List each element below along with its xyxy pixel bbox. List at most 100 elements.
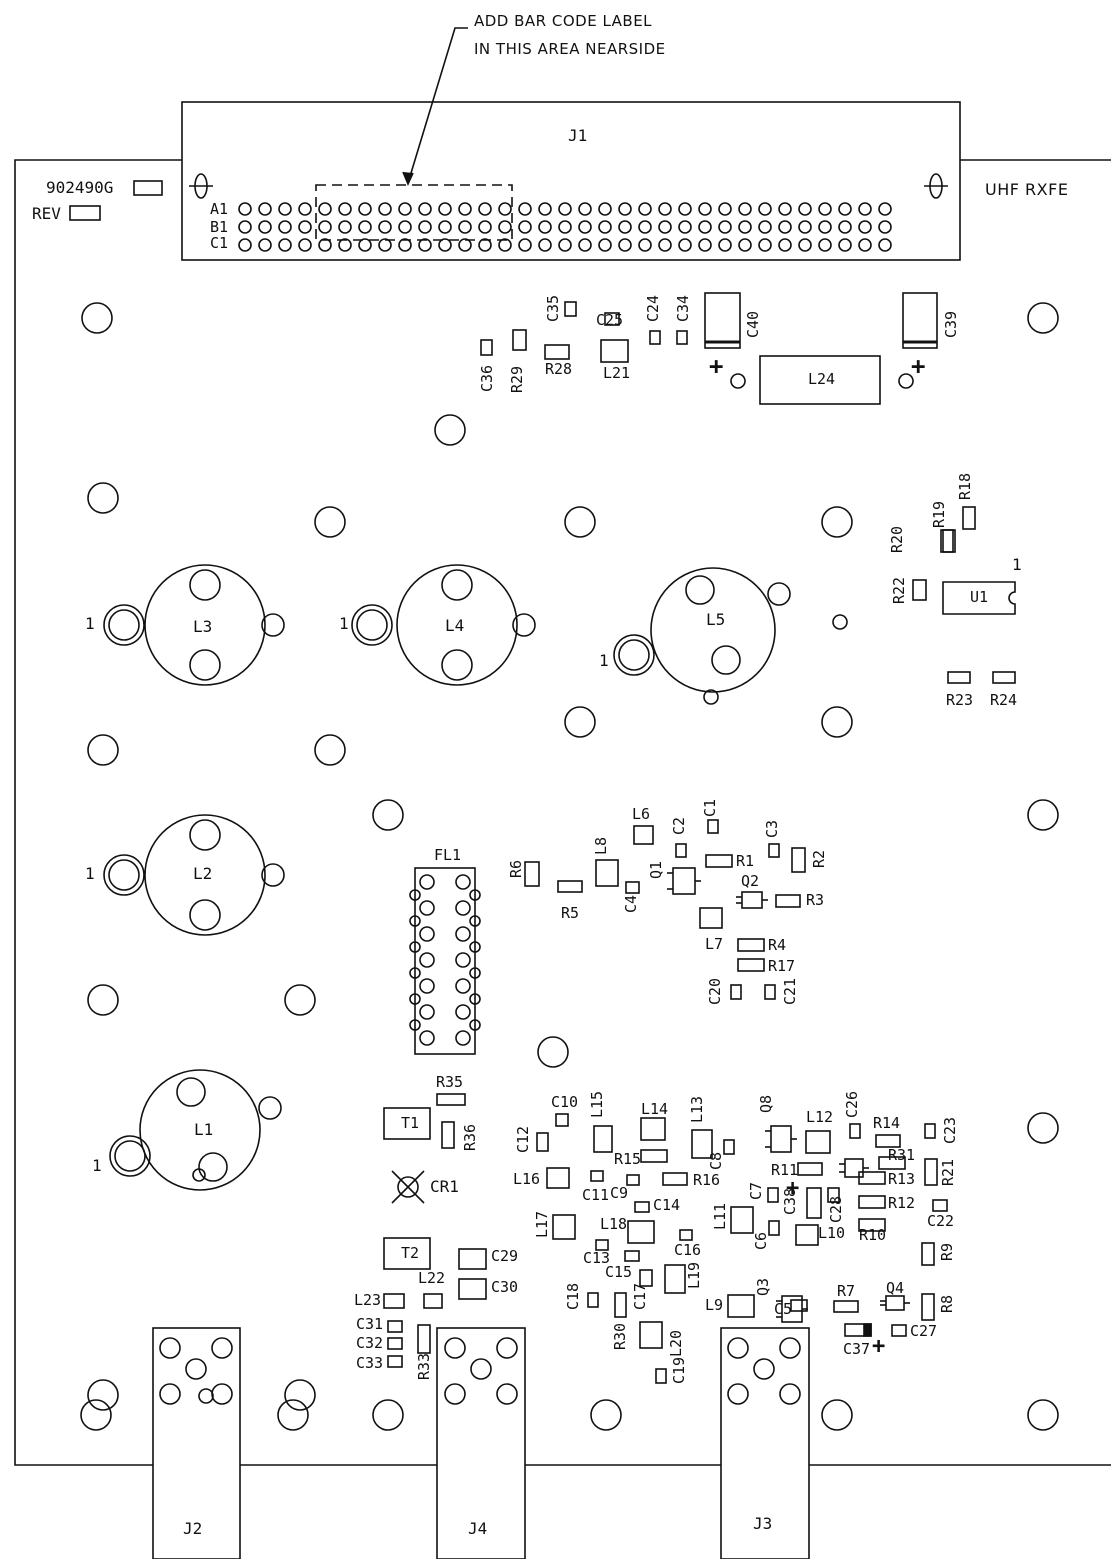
l24-outline — [759, 355, 881, 405]
smd-pad — [633, 825, 654, 845]
ref-r23: R23 — [946, 691, 974, 709]
ref-l18: L18 — [600, 1215, 628, 1233]
smd-pad — [640, 1117, 666, 1141]
j1-pin — [338, 202, 352, 216]
mounting-hole — [372, 1399, 404, 1431]
barcode-note-line2: IN THIS AREA NEARSIDE — [474, 40, 666, 58]
smd-pad — [878, 1156, 906, 1170]
j1-pin — [678, 202, 692, 216]
l5-pin1-marker: 1 — [599, 651, 609, 670]
smd-pad — [387, 1337, 403, 1350]
smd-pad — [634, 1201, 650, 1213]
ref-r4: R4 — [768, 936, 787, 954]
j1-pin — [478, 238, 492, 252]
ref-c6: C6 — [752, 1231, 770, 1250]
j1-pin — [718, 202, 732, 216]
j1-pin — [498, 202, 512, 216]
barcode-label-area — [315, 184, 513, 241]
j1-pin — [798, 220, 812, 234]
mounting-hole — [821, 506, 853, 538]
mounting-hole — [832, 614, 848, 630]
mounting-hole — [434, 414, 466, 446]
ref-c3: C3 — [763, 819, 781, 838]
j1-pin — [558, 202, 572, 216]
fl1-pin — [419, 1004, 435, 1020]
j1-pin — [698, 202, 712, 216]
coil-l3 — [103, 564, 285, 686]
smd-pad — [564, 301, 577, 317]
smd-pad — [546, 1167, 570, 1189]
board-part-number: 902490G — [46, 178, 114, 197]
ref-c19: C19 — [670, 1356, 688, 1384]
transistors — [667, 867, 910, 1323]
q1-outline — [667, 867, 701, 895]
j1-pin — [558, 220, 572, 234]
j1-pin — [358, 220, 372, 234]
row-a1-label: A1 — [210, 200, 229, 218]
smd-pad — [458, 1248, 487, 1270]
ref-r35: R35 — [436, 1073, 464, 1091]
ref-r5: R5 — [561, 904, 580, 922]
l4-pin1-marker: 1 — [339, 614, 349, 633]
smd-pad — [723, 1139, 735, 1155]
board-name: UHF RXFE — [985, 180, 1069, 199]
u1-pin1-marker: 1 — [1012, 555, 1022, 574]
j1-pin — [738, 238, 752, 252]
j2-connector-outline — [152, 1327, 241, 1559]
smd-pad — [891, 1324, 907, 1337]
j1-pin — [258, 238, 272, 252]
j1-pin — [658, 220, 672, 234]
j1-pin — [658, 238, 672, 252]
cr1-symbol — [391, 1170, 425, 1204]
connector-pad-hole — [470, 1358, 492, 1380]
j1-pin — [478, 220, 492, 234]
ref-q2: Q2 — [741, 872, 760, 890]
j1-pin — [618, 220, 632, 234]
smd-pad — [912, 579, 927, 601]
ref-c22: C22 — [927, 1212, 955, 1230]
smd-pad — [480, 339, 493, 356]
ref-l23: L23 — [354, 1291, 382, 1309]
j1-pin — [578, 220, 592, 234]
q7-outline — [839, 1158, 869, 1178]
j1-pin — [458, 220, 472, 234]
mounting-hole — [537, 1036, 569, 1068]
mounting-hole — [198, 1388, 214, 1404]
ref-r21: R21 — [939, 1158, 957, 1186]
mounting-hole — [703, 689, 719, 705]
ref-r33: R33 — [415, 1352, 433, 1380]
connector-pad-hole — [159, 1383, 181, 1405]
mounting-hole — [1027, 302, 1059, 334]
smd-pad — [655, 1368, 667, 1384]
connector-pad-hole — [185, 1358, 207, 1380]
ref-r29: R29 — [508, 365, 526, 393]
ref-c1: C1 — [701, 798, 719, 817]
j1-pin — [438, 238, 452, 252]
coil-l2 — [103, 814, 285, 936]
j1-pin — [758, 220, 772, 234]
mounting-hole — [1027, 799, 1059, 831]
fl1-pin — [455, 874, 471, 890]
ref-c27: C27 — [910, 1322, 938, 1340]
j1-mount-left — [189, 173, 213, 199]
fl1-pin — [419, 1030, 435, 1046]
t2-label: T2 — [401, 1244, 420, 1262]
ref-r11: R11 — [771, 1161, 799, 1179]
connector-pad-hole — [779, 1383, 801, 1405]
ref-c37: C37 — [843, 1340, 871, 1358]
fl1-outline — [414, 867, 476, 1055]
j1-pin — [298, 202, 312, 216]
smd-pad — [921, 1293, 935, 1321]
j1-pin — [398, 202, 412, 216]
ref-r17: R17 — [768, 957, 796, 975]
smd-pad — [875, 1134, 901, 1148]
j1-pin — [778, 220, 792, 234]
mounting-hole — [821, 1399, 853, 1431]
j1-pin — [318, 238, 332, 252]
smd-pad — [795, 1224, 819, 1246]
smd-pad — [524, 861, 540, 887]
smd-pad — [600, 339, 629, 363]
fl1-pin — [469, 967, 481, 979]
board-outline — [14, 159, 1111, 1466]
